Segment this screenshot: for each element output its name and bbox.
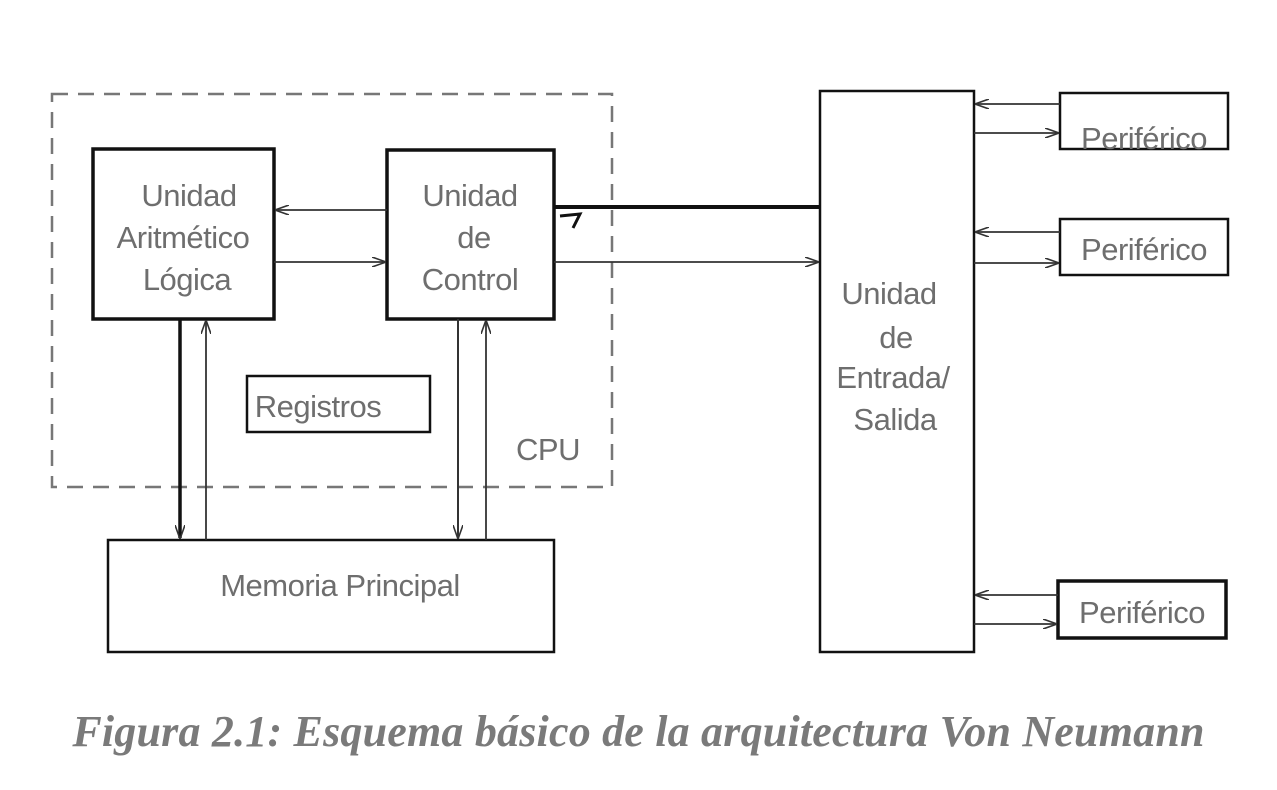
registers-block: Registros [245,374,432,434]
io-label-line3: Entrada/ [836,360,950,395]
memory-label: Memoria Principal [220,568,460,603]
peripheral-label: Periférico [1079,595,1205,630]
control-label-line1: Unidad [422,178,517,213]
control-label-line3: Control [422,262,518,297]
control-unit-block: Unidad de Control [385,148,556,321]
io-label-line2: de [879,320,912,355]
io-unit-block: Unidad de Entrada/ Salida [818,89,976,654]
peripheral-label: Periférico [1081,232,1207,267]
peripheral-label: Periférico [1081,121,1207,156]
alu-label-line3: Lógica [143,262,233,297]
control-label-line2: de [457,220,490,255]
io-label-line4: Salida [853,402,937,437]
bus-mark [559,212,583,229]
io-label-line1: Unidad [841,276,936,311]
cpu-boundary [50,92,614,489]
alu-label-line1: Unidad [141,178,236,213]
cpu-label: CPU [516,432,580,467]
registers-label: Registros [255,389,381,424]
peripheral-block: Periférico [1056,579,1228,640]
main-memory-block: Memoria Principal [106,538,556,654]
von-neumann-diagram: CPU Unidad Aritmético Lógica Unidad de C… [50,89,1230,654]
figure-caption: Figura 2.1: Esquema básico de la arquite… [72,707,1205,756]
peripheral-block: Periférico [1058,91,1230,156]
alu-block: Unidad Aritmético Lógica [91,147,276,321]
alu-label-line2: Aritmético [117,220,250,255]
peripheral-block: Periférico [1058,217,1230,277]
